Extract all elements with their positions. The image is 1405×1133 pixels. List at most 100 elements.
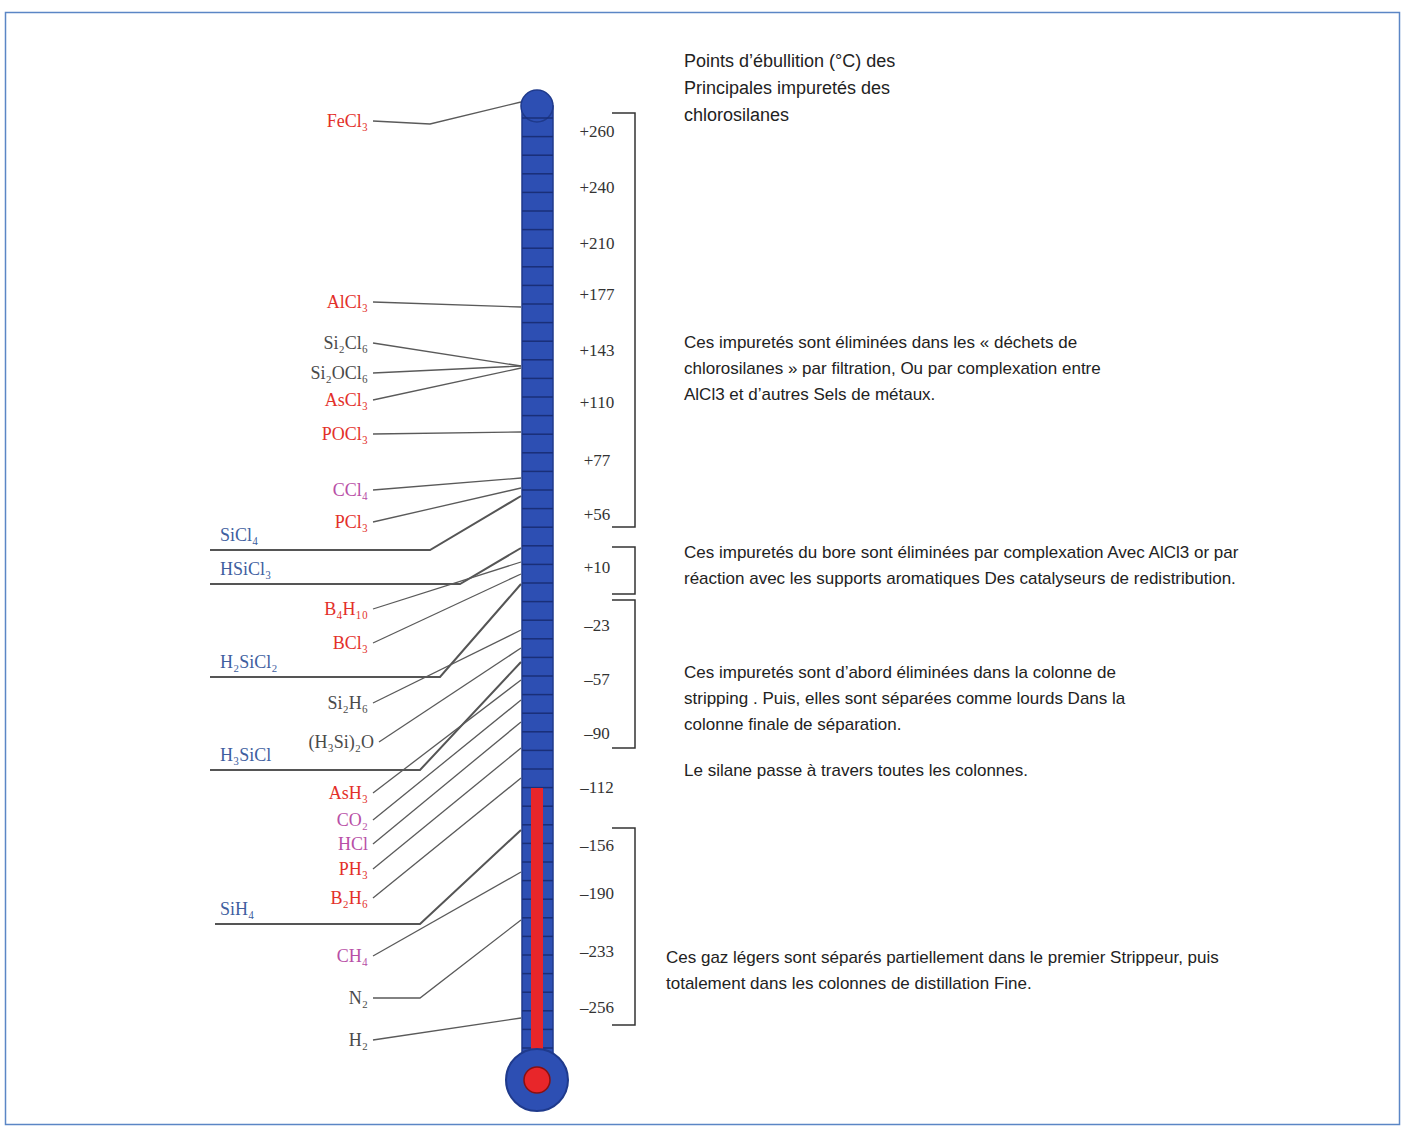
- scale-value: –57: [584, 670, 610, 690]
- scale-value: +210: [579, 234, 614, 254]
- scale-value: +56: [584, 505, 611, 525]
- leader-line: [379, 648, 521, 742]
- tick: [522, 192, 553, 194]
- scale-value: –190: [580, 884, 614, 904]
- tick: [522, 117, 553, 119]
- leader-line: [215, 830, 521, 924]
- tick: [522, 433, 553, 435]
- scale-value: –156: [580, 836, 614, 856]
- note-text: Ces impuretés sont éliminées dans les « …: [684, 330, 1114, 408]
- tick: [522, 396, 553, 398]
- tick: [522, 359, 553, 361]
- tick: [522, 675, 553, 677]
- leader-line: [373, 778, 521, 898]
- scale-value: –112: [580, 778, 613, 798]
- tick: [522, 303, 553, 305]
- formula-label: Si₂OCl₆: [310, 362, 368, 384]
- tick: [522, 564, 553, 566]
- tick: [522, 750, 553, 752]
- thermometer: [506, 90, 568, 1111]
- leader-line: [373, 700, 521, 820]
- tick: [522, 415, 553, 417]
- tick: [522, 340, 553, 342]
- leader-lines: [210, 102, 521, 1040]
- mercury-column: [531, 788, 543, 1068]
- tick: [522, 136, 553, 138]
- scale-value: +10: [584, 558, 611, 578]
- formula-label: CCl₄: [333, 479, 368, 501]
- tick: [522, 694, 553, 696]
- formula-label: B₄H₁₀: [324, 598, 368, 620]
- scale-value: –90: [584, 724, 610, 744]
- tick: [522, 619, 553, 621]
- scale-value: –233: [580, 942, 614, 962]
- scale-value: –23: [584, 616, 610, 636]
- tick: [522, 582, 553, 584]
- tick: [522, 508, 553, 510]
- formula-label: H₃SiCl: [220, 744, 271, 766]
- formula-label: SiH₄: [220, 898, 254, 920]
- note-text: Le silane passe à travers toutes les col…: [684, 758, 1204, 784]
- formula-label: PCl₃: [335, 511, 368, 533]
- tick: [522, 247, 553, 249]
- formula-label: AsCl₃: [325, 389, 368, 411]
- leader-line: [210, 496, 521, 550]
- tick: [522, 229, 553, 231]
- tick: [522, 489, 553, 491]
- formula-label: Si₂Cl₆: [323, 332, 368, 354]
- leader-line: [373, 366, 521, 373]
- scale-value: +260: [579, 122, 614, 142]
- leader-line: [373, 630, 521, 703]
- note-text: Ces impuretés sont d’abord éliminées dan…: [684, 660, 1174, 738]
- scale-value: –256: [580, 998, 614, 1018]
- formula-label: SiCl₄: [220, 524, 258, 546]
- tick: [522, 731, 553, 733]
- leader-line: [373, 478, 521, 490]
- diagram-title: Points d’ébullition (°C) des Principales…: [684, 48, 944, 129]
- tick: [522, 173, 553, 175]
- scale-value: +177: [579, 285, 614, 305]
- scale-value: +143: [579, 341, 614, 361]
- thermometer-cap: [521, 90, 553, 122]
- bracket: [612, 113, 635, 527]
- formula-label: H₂: [349, 1029, 368, 1051]
- leader-line: [373, 680, 521, 793]
- leader-line: [373, 1018, 521, 1040]
- formula-label: N₂: [349, 987, 368, 1009]
- formula-label: B₂H₆: [330, 887, 368, 909]
- bracket: [612, 828, 635, 1025]
- leader-line: [373, 343, 521, 366]
- tick: [522, 526, 553, 528]
- leader-line: [373, 920, 521, 998]
- leader-line: [373, 302, 521, 307]
- mercury-bulb: [524, 1067, 550, 1093]
- note-text: Ces impuretés du bore sont éliminées par…: [684, 540, 1244, 592]
- formula-label: POCl₃: [322, 423, 368, 445]
- scale-value: +110: [580, 393, 614, 413]
- formula-label: CO₂: [337, 809, 368, 831]
- formula-label: PH₃: [339, 858, 368, 880]
- tick: [522, 154, 553, 156]
- tick: [522, 712, 553, 714]
- formula-label: CH₄: [337, 945, 368, 967]
- formula-label: AsH₃: [329, 782, 368, 804]
- bracket: [612, 600, 635, 748]
- leader-line: [373, 102, 521, 124]
- tick: [522, 657, 553, 659]
- tick: [522, 210, 553, 212]
- formula-label: HCl: [338, 833, 368, 855]
- formula-label: HSiCl₃: [220, 558, 271, 580]
- formula-label: AlCl₃: [327, 291, 368, 313]
- tick: [522, 601, 553, 603]
- note-text: Ces gaz légers sont séparés partiellemen…: [666, 945, 1226, 997]
- tick: [522, 638, 553, 640]
- tick: [522, 378, 553, 380]
- formula-label: (H₃Si)₂O: [308, 731, 374, 753]
- tick: [522, 471, 553, 473]
- tick: [522, 285, 553, 287]
- scale-value: +77: [584, 451, 611, 471]
- tick: [522, 545, 553, 547]
- tick: [522, 452, 553, 454]
- leader-line: [373, 488, 521, 522]
